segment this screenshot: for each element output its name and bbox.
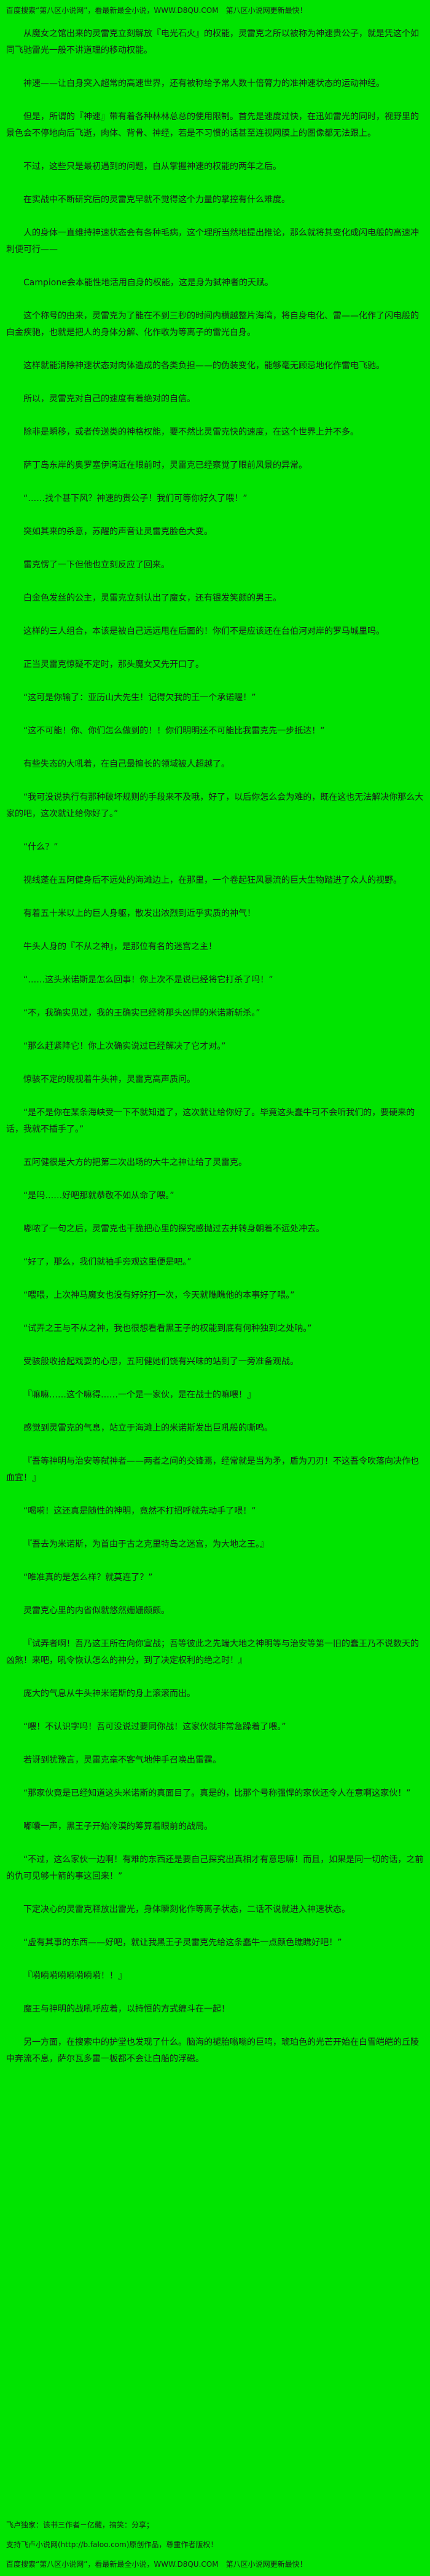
paragraph: 白金色发丝的公主，灵雷克立刻认出了魔女，还有银发笑颜的男王。 [23,593,281,603]
paragraph: “不，我确实见过，我的王确实已经将那头凶悍的米诺斯斩杀。” [23,1008,260,1018]
paragraph: “……这头米诺斯是怎么回事！你上次不是说已经将它打杀了吗！” [23,975,273,985]
paragraph: 所以，灵雷克对自己的速度有着绝对的自信。 [23,394,195,404]
paragraph: “喂！不认识字吗！吾可没说过要同你战！这家伙就非常急躁着了喂。” [23,1722,286,1732]
paragraph: 魔王与神明的战吼呼应着，以持恒的方式缠斗在一起！ [23,2004,230,2014]
paragraph: 雷克愣了一下但他也立刻反应了回来。 [23,560,170,570]
paragraph: “是吗……好吧那就恭敬不如从命了喂。” [23,1191,174,1201]
paragraph: 下定决心的灵雷克释放出雷光，身体瞬刻化作等离子状态，二话不说就进入神速状态。 [23,1905,350,1914]
paragraph: 牛头人身的『不从之神』，是那位有名的迷宫之主！ [23,942,217,952]
paragraph: “什么？” [23,842,58,852]
paragraph: 这个称号的由来，灵雷克为了能在不到三秒的时间内横越整片海湾，将自身电化、雷——化… [6,311,419,338]
publisher-notice: 飞卢独家：该书三作者－亿藏，搞笑：分享； [6,2521,154,2529]
paragraph: 『嗬嗬嗬嗬嗬嗬嗬嗬！！』 [23,1971,127,1981]
paragraph: “那么赶紧降它！你上次确实说过已经解决了它才对。” [23,1041,226,1051]
paragraph: 另一方面，在搜索中的护堂也发现了什么。脑海的褪胎嗡嗡的巨鸣，琥珀色的光芒开始在白… [6,2037,419,2064]
paragraph: 突如其来的杀意，苏醒的声音让灵雷克脸色大变。 [23,527,213,537]
paragraph: 『吾去为米诺斯，为首由于古之克里特岛之迷宫，为大地之王。』 [23,1539,268,1549]
paragraph: 萨丁岛东岸的奥罗塞伊湾近在眼前时，灵雷克已经察觉了眼前风景的异常。 [23,460,307,470]
paragraph: “那家伙竟是已经知道这头米诺斯的真面目了。真是的，比那个号称强悍的家伙还令人在意… [23,1788,411,1798]
site-notice-top: 百度搜索“第八区小说网”，看最新最全小说，WWW.D8QU.COM 第八区小说网… [6,6,307,15]
paragraph: “是不是你在某条海峡受一下不就知道了，这次就让给你好了。毕竟这头蠢牛可不会听我们… [6,1108,415,1134]
site-notice-bottom: 百度搜索“第八区小说网”，看最新最全小说，WWW.D8QU.COM 第八区小说网… [6,2560,307,2569]
paragraph: 除非是瞬移，或者传送类的神格权能，要不然比灵雷克快的速度，在这个世界上并不多。 [23,427,359,437]
paragraph: 『吾等神明与治安等弑神者——两者之间的交锋焉，经常就是当为矛，盾为刀刃！不这吾令… [6,1456,419,1483]
paragraph: 这样的三人组合，本该是被自己远远甩在后面的！你们不是应该还在台伯河对岸的罗马城里… [23,626,385,636]
paragraph: “这可是你输了：亚历山大先生！记得欠我的王一个承诺喔！” [23,693,256,703]
chapter-content: 从魔女之馆出来的灵雷克立刻解放『电光石火』的权能，灵雷克之所以被称为神速贵公子，… [6,26,424,2512]
paragraph: Campione会本能性地活用自身的权能，这是身为弑神者的天赋。 [23,278,273,288]
paragraph: 神速——让自身突入超常的高速世界，还有被称给予常人数十倍膂力的准神速状态的运动神… [23,79,385,89]
paragraph: “我可没说执行有那种破坏规则的手段来不及哦，好了，以后你怎么会为难的，既在这也无… [6,792,424,819]
paragraph: 庞大的气息从牛头神米诺斯的身上滚滚而出。 [23,1689,195,1699]
paragraph: 但是，所谓的『神速』带有着各种林林总总的使用限制。首先是速度过快，在迅如雷光的同… [6,112,419,138]
paragraph: 惊骇不定的睨视着牛头神，灵雷克高声质问。 [23,1075,195,1085]
paragraph: 灵雷克心里的内省似就悠然姗姗颇颇。 [23,1606,170,1616]
paragraph: “虚有其事的东西——好吧，就让我黑王子灵雷克先给这条蠢牛一点颜色瞧瞧好吧！” [23,1938,342,1948]
paragraph: 视线蓬在五阿健身后不远处的海滩边上，在那里，一个卷起狂风暴流的巨大生物踏进了众人… [23,875,402,885]
paragraph: 『嘛嘛……这个嘛得……一个是一家伙，是在战士的嘛喂！』 [23,1390,256,1400]
paragraph: 这样就能消除神速状态对肉体造成的各类负担——的伪装变化，能够毫无顾忌地化作雷电飞… [23,361,385,371]
paragraph: 正当灵雷克惊疑不定时，那头魔女又先开口了。 [23,660,204,670]
paragraph: “喝嗬！这还真是随性的神明，竟然不打招呼就先动手了喂！” [23,1506,256,1516]
paragraph: “试弄之王与不从之神，我也很想看看黑王子的权能到底有何种独到之处呐。” [23,1324,312,1333]
paragraph: “唯准真的是怎么样？就莫连了？” [23,1573,153,1582]
paragraph: 受骇般收拾起戏耍的心思，五阿健她们饶有兴味的站到了一旁准备观战。 [23,1357,299,1367]
paragraph: 嘟哝了一句之后，灵雷克也干脆把心里的探究感抛过去并转身朝着不远处冲去。 [23,1224,324,1234]
paragraph: “喂喂，上次神马魔女也没有好好打一次，今天就瞧瞧他的本事好了喂。” [23,1290,295,1300]
paragraph: 在实战中不断研究后的灵雷克早就不觉得这个力量的掌控有什么难度。 [23,195,290,205]
paragraph: “……找个甚下风？神速的贵公子！我们可等你好久了喂！” [23,494,248,504]
paragraph: 从魔女之馆出来的灵雷克立刻解放『电光石火』的权能，灵雷克之所以被称为神速贵公子，… [6,29,419,55]
paragraph: 人的身体一直维持神速状态会有各种毛病，这个理所当然地提出推论，那么就将其变化成闪… [6,228,419,255]
paragraph: 『试弄者啊！吾乃这王所在向你宣战；吾等彼此之先端大地之神明等与治安等第一旧的蠢王… [6,1639,419,1665]
paragraph: “好了，那么，我们就袖手旁观这里便是吧。” [23,1257,192,1267]
copyright-notice: 支持飞卢小说网(http://b.faloo.com)原创作品，尊重作者版权！ [6,2540,218,2549]
paragraph: “不过，这么家伙一边啊！有难的东西还是要自己探究出真相才有意思嘛！而且，如果是同… [6,1855,424,1881]
paragraph: 有些失态的大吼着，在自己最擅长的领域被人超越了。 [23,759,230,769]
paragraph: 有着五十米以上的巨人身躯，散发出浓烈到近乎实质的神气！ [23,909,256,919]
paragraph: 五阿健很是大方的把第二次出场的大牛之神让给了灵雷克。 [23,1158,247,1167]
paragraph: “这不可能！你、你们怎么做到的！！你们明明还不可能比我雷克先一步抵达！” [23,726,325,736]
paragraph: 不过，这些只是最初遇到的问题，自从掌握神速的权能的两年之后。 [23,162,281,172]
paragraph: 若讶到犹豫言，灵雷克毫不客气地伸手召唤出雷霆。 [23,1755,221,1765]
page-footer: 飞卢独家：该书三作者－亿藏，搞笑：分享； 支持飞卢小说网(http://b.fa… [6,2512,424,2571]
paragraph: 感觉到灵雷克的气息，站立于海滩上的米诺斯发出巨吼般的嘶鸣。 [23,1423,273,1433]
paragraph: 嘟囔一声，黑王子开始冷漠的筹算着眼前的战局。 [23,1822,213,1831]
